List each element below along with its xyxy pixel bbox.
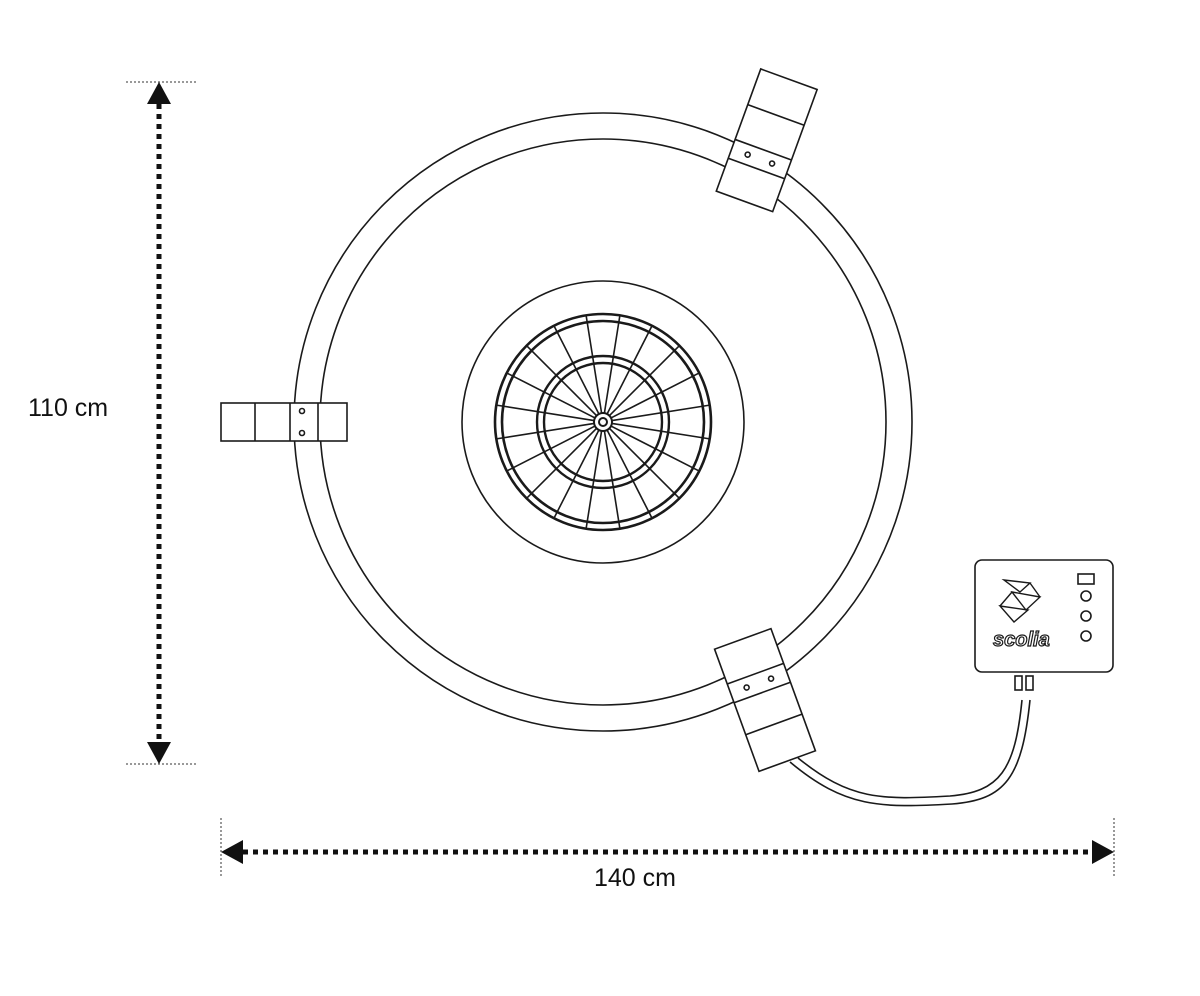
left-camera-arm bbox=[220, 402, 348, 442]
indicator-light bbox=[1077, 573, 1095, 585]
dartboard-spoke bbox=[585, 315, 603, 414]
width-arrow-left bbox=[221, 840, 243, 864]
inner-ring bbox=[319, 138, 887, 706]
dartboard-spoke bbox=[608, 427, 680, 499]
height-label: 110 cm bbox=[28, 394, 109, 422]
dartboard-spoke bbox=[496, 422, 595, 440]
control-button-2[interactable] bbox=[1080, 610, 1092, 622]
outer-ring bbox=[293, 112, 913, 732]
control-button-3[interactable] bbox=[1080, 630, 1092, 642]
control-box-brand: scolia bbox=[993, 629, 1050, 651]
dartboard-spoke bbox=[506, 372, 596, 419]
dartboard-spoke bbox=[606, 325, 653, 415]
dartboard-spoke bbox=[606, 429, 653, 519]
control-button-1[interactable] bbox=[1080, 590, 1092, 602]
dartboard-spoke bbox=[611, 404, 710, 422]
dartboard-spoke bbox=[526, 427, 598, 499]
control-box: scolia bbox=[974, 559, 1114, 673]
dartboard-surround bbox=[461, 280, 745, 564]
dartboard-spoke bbox=[610, 425, 700, 472]
height-arrow-top bbox=[147, 82, 171, 104]
top-camera-arm bbox=[715, 67, 819, 213]
height-dimension bbox=[126, 81, 196, 765]
dartboard-spoke bbox=[585, 430, 603, 529]
dartboard-spoke bbox=[553, 325, 600, 415]
height-arrow-bottom bbox=[147, 742, 171, 764]
width-dimension bbox=[220, 818, 1115, 878]
width-arrow-right bbox=[1092, 840, 1114, 864]
dartboard-spoke bbox=[553, 429, 600, 519]
dartboard-spoke bbox=[610, 372, 700, 419]
cable bbox=[789, 675, 1034, 807]
width-label: 140 cm bbox=[594, 864, 676, 892]
dartboard-spoke bbox=[608, 345, 680, 417]
dartboard-spoke bbox=[611, 422, 710, 440]
dartboard-spoke bbox=[506, 425, 596, 472]
dartboard-spoke bbox=[603, 315, 621, 414]
dartboard-spoke bbox=[496, 404, 595, 422]
dartboard bbox=[493, 312, 713, 532]
bottom-camera-arm bbox=[713, 627, 817, 773]
dartboard-spoke bbox=[526, 345, 598, 417]
scolia-logo-icon bbox=[998, 579, 1042, 623]
dartboard-spoke bbox=[603, 430, 621, 529]
